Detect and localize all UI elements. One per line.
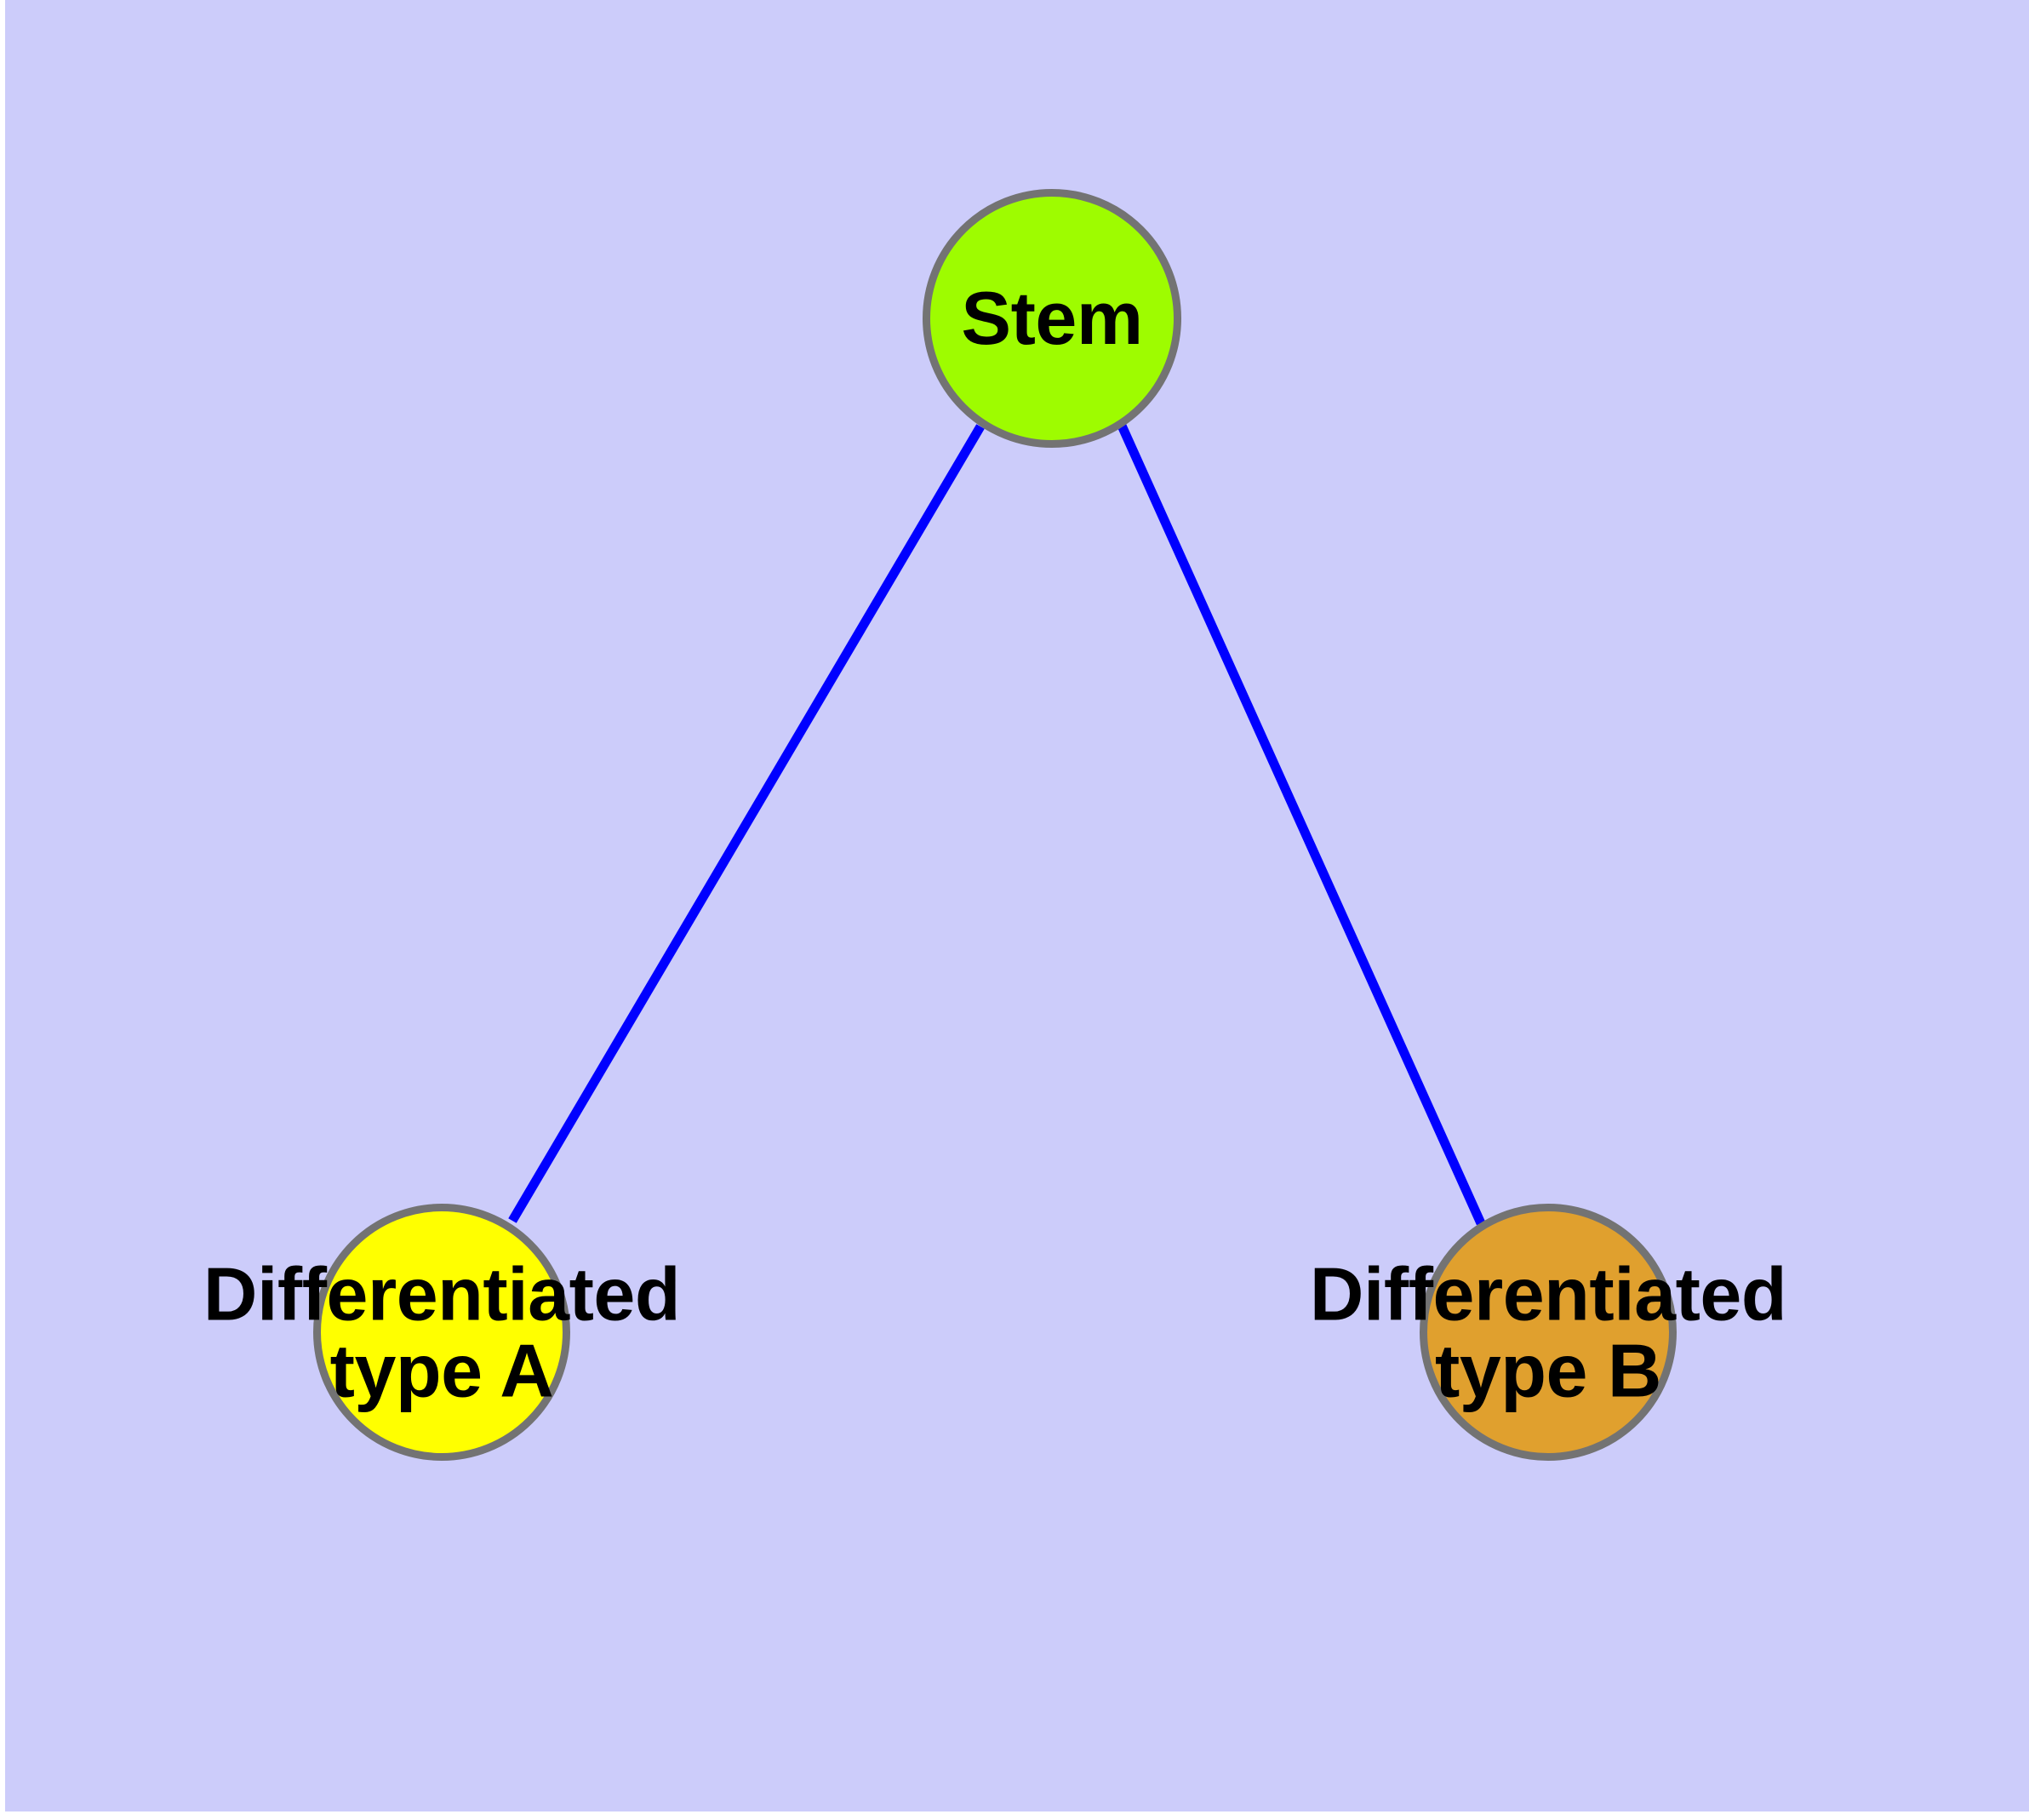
- node-stem[interactable]: Stem: [923, 189, 1181, 448]
- node-differentiated-type-a[interactable]: Differentiated type A: [203, 1204, 681, 1461]
- node-differentiated-type-b[interactable]: Differentiated type B: [1310, 1204, 1787, 1461]
- node-stem-circle[interactable]: [923, 189, 1181, 448]
- node-differentiated-type-b-circle[interactable]: [1420, 1204, 1677, 1461]
- node-differentiated-type-a-circle[interactable]: [313, 1204, 570, 1461]
